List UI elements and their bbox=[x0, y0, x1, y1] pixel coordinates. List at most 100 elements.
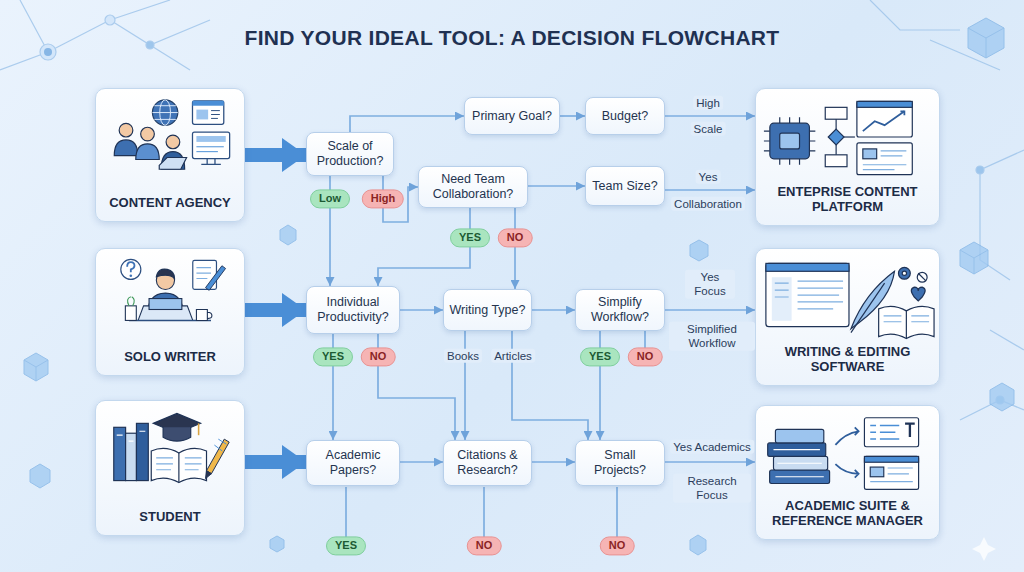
decision-box: Team Size? bbox=[585, 166, 665, 206]
edge-label: High bbox=[693, 96, 723, 110]
decision-box: Simplify Workflow? bbox=[575, 289, 665, 331]
edge-label: Articles bbox=[491, 349, 535, 363]
decision-text: Simplify Workflow? bbox=[581, 295, 659, 325]
user-card: STUDENT bbox=[95, 400, 245, 536]
editor-window-icon bbox=[766, 263, 849, 326]
answer-pill: YES bbox=[326, 536, 366, 555]
monitor-icon bbox=[192, 132, 229, 164]
title: FIND YOUR IDEAL TOOL: A DECISION FLOWCHA… bbox=[0, 26, 1024, 50]
connector bbox=[560, 115, 585, 117]
decision-box: Primary Goal? bbox=[464, 97, 560, 135]
block-arrow bbox=[245, 455, 306, 469]
connector bbox=[512, 331, 588, 440]
connector bbox=[528, 185, 585, 187]
connector bbox=[532, 461, 575, 463]
answer-pill: YES bbox=[580, 347, 620, 366]
stub-lines bbox=[346, 331, 645, 537]
writer-illustration bbox=[96, 253, 244, 335]
block-arrow bbox=[245, 148, 306, 162]
book-icon bbox=[879, 306, 934, 338]
card-label: WRITING & EDITING SOFTWARE bbox=[762, 344, 933, 375]
outcome-card: ENTEPRISE CONTENT PLATFORM bbox=[755, 88, 940, 226]
decision-box: Academic Papers? bbox=[306, 440, 400, 486]
people-icon bbox=[114, 123, 186, 169]
card-label: CONTENT AGENCY bbox=[109, 195, 231, 211]
answer-pill: High bbox=[362, 189, 404, 208]
window-icon bbox=[192, 101, 223, 124]
grad-cap-icon bbox=[153, 413, 200, 441]
card-label: STUDENT bbox=[139, 509, 200, 525]
decision-text: Individual Productivity? bbox=[312, 295, 394, 325]
connector bbox=[532, 309, 575, 311]
edge-label: Yes Academics bbox=[670, 440, 754, 454]
network-decoration bbox=[0, 0, 1024, 420]
decision-text: Writing Type? bbox=[450, 303, 526, 318]
decision-text: Budget? bbox=[602, 109, 649, 124]
decision-text: Small Projects? bbox=[581, 448, 659, 478]
connector bbox=[350, 116, 464, 132]
edge-label: Yes Focus bbox=[685, 270, 735, 299]
tools-icon bbox=[898, 267, 927, 301]
answer-pill: NO bbox=[361, 347, 396, 366]
answer-pill: NO bbox=[600, 536, 635, 555]
edge-label: Books bbox=[444, 349, 482, 363]
answer-pill: NO bbox=[467, 536, 502, 555]
decision-text: Academic Papers? bbox=[312, 448, 394, 478]
connector bbox=[514, 208, 516, 289]
edge-label: Yes bbox=[696, 170, 721, 184]
student-illustration bbox=[96, 405, 244, 495]
arrows bbox=[835, 427, 858, 477]
edge-note: Simplified Workflow bbox=[669, 322, 755, 351]
decision-box: Citations & Research? bbox=[443, 440, 532, 486]
answer-pill: Low bbox=[310, 189, 350, 208]
decision-box: Small Projects? bbox=[575, 440, 665, 486]
outcome-card: WRITING & EDITING SOFTWARE bbox=[755, 248, 940, 386]
globe-icon bbox=[152, 100, 177, 125]
connector bbox=[464, 331, 466, 440]
reference-list-icon bbox=[864, 418, 918, 490]
title-text: FIND YOUR IDEAL TOOL: A DECISION FLOWCHA… bbox=[245, 26, 780, 49]
answer-pill: YES bbox=[313, 347, 353, 366]
decision-box: Writing Type? bbox=[443, 289, 532, 331]
chip-icon bbox=[764, 117, 815, 164]
decision-box: Need Team Collaboration? bbox=[418, 166, 528, 208]
answer-pill: NO bbox=[498, 228, 533, 247]
decision-text: Citations & Research? bbox=[449, 448, 526, 478]
connector bbox=[665, 115, 755, 117]
decision-box: Individual Productivity? bbox=[306, 286, 400, 334]
outcome-card: ACADEMIC SUITE & REFERENCE MANAGER bbox=[755, 405, 940, 540]
user-card: SOLO WRITER bbox=[95, 248, 245, 376]
edge-note: Collaboration bbox=[671, 197, 745, 211]
academic-illustration bbox=[756, 410, 939, 499]
enterprise-illustration bbox=[756, 93, 939, 185]
decision-text: Team Size? bbox=[592, 179, 657, 194]
connector bbox=[665, 461, 755, 463]
edge-note: Scale bbox=[691, 122, 726, 136]
flow-icon bbox=[825, 107, 855, 166]
answer-pill: YES bbox=[450, 228, 490, 247]
chart-window-icon bbox=[857, 101, 912, 174]
note-icon bbox=[193, 260, 226, 290]
pencil-icon bbox=[206, 439, 230, 478]
card-label: SOLO WRITER bbox=[124, 349, 216, 365]
block-arrow bbox=[245, 303, 306, 317]
answer-pill: NO bbox=[628, 347, 663, 366]
question-bubble bbox=[121, 259, 141, 279]
decision-text: Primary Goal? bbox=[472, 109, 552, 124]
book-stack-icon bbox=[768, 429, 830, 483]
connector bbox=[665, 189, 755, 191]
agency-illustration bbox=[96, 93, 244, 181]
writing-illustration bbox=[756, 253, 939, 345]
connector bbox=[400, 309, 443, 311]
decision-box: Scale of Production? bbox=[306, 132, 394, 176]
person-laptop-icon bbox=[125, 269, 212, 320]
user-card: CONTENT AGENCY bbox=[95, 88, 245, 222]
connector bbox=[665, 309, 755, 311]
card-label: ENTEPRISE CONTENT PLATFORM bbox=[762, 184, 933, 215]
connector bbox=[400, 461, 443, 463]
open-book-icon bbox=[151, 448, 206, 482]
cube-decoration bbox=[24, 18, 1014, 561]
decision-text: Need Team Collaboration? bbox=[424, 172, 522, 202]
decision-box: Budget? bbox=[585, 97, 665, 135]
